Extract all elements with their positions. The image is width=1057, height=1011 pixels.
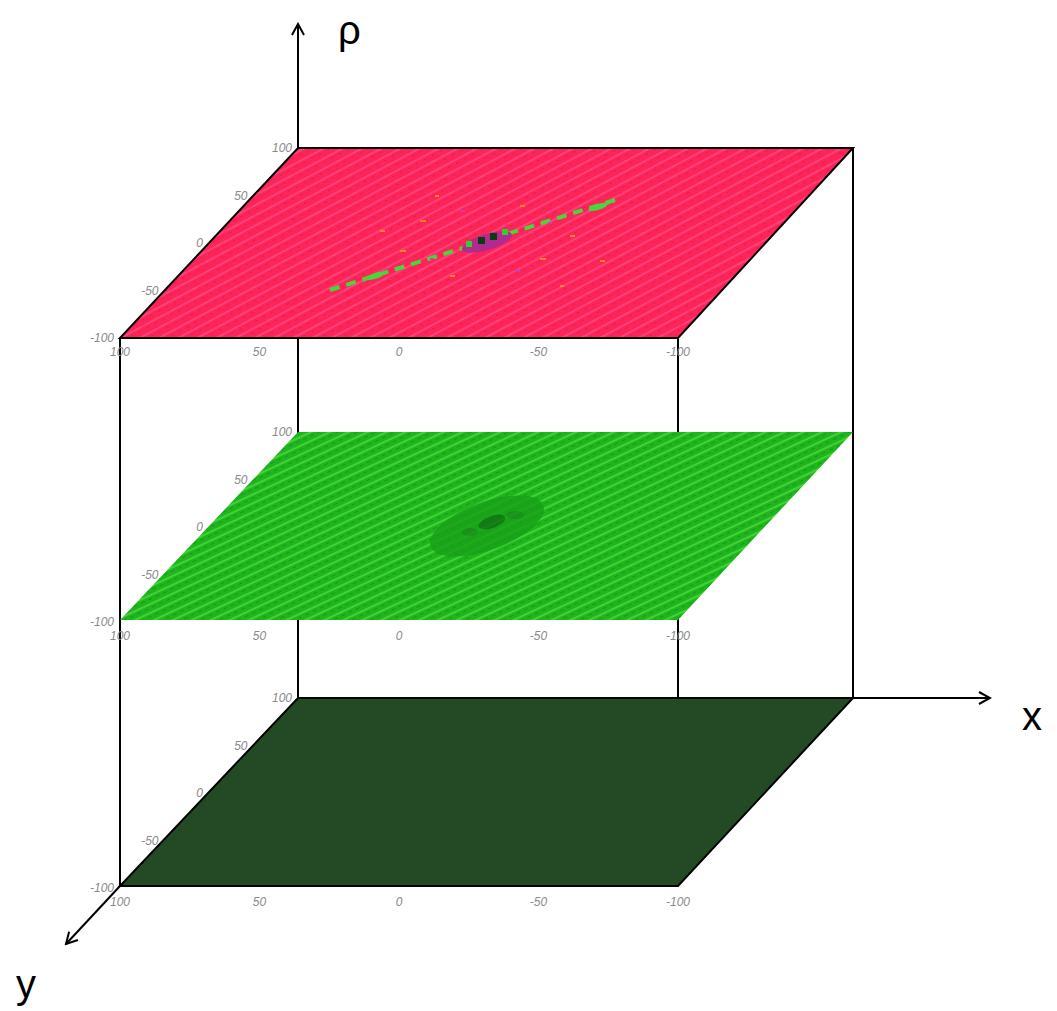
tick-label: 50 xyxy=(253,346,266,358)
x-axis xyxy=(853,697,990,699)
tick-label: -50 xyxy=(141,569,158,581)
tick-label: -100 xyxy=(90,616,114,628)
tick-label: -100 xyxy=(666,346,690,358)
tick-label: 50 xyxy=(253,896,266,908)
tick-label: -50 xyxy=(530,896,547,908)
tick-label: 50 xyxy=(234,740,247,752)
tick-label: 0 xyxy=(396,630,403,642)
box-frame xyxy=(120,148,853,886)
tick-label: 100 xyxy=(272,426,292,438)
bottom-plane xyxy=(120,698,853,886)
rho-axis xyxy=(297,24,299,148)
tick-label: 50 xyxy=(234,474,247,486)
top-plane-features xyxy=(330,195,615,290)
axis-label: ρ xyxy=(338,10,361,50)
tick-label: -50 xyxy=(141,285,158,297)
tick-label: -50 xyxy=(530,346,547,358)
tick-label: 100 xyxy=(272,142,292,154)
middle-plane-texture xyxy=(422,483,551,569)
tick-label: -100 xyxy=(90,882,114,894)
tick-label: -50 xyxy=(530,630,547,642)
tick-label: 50 xyxy=(253,630,266,642)
tick-label: -50 xyxy=(141,835,158,847)
tick-label: 0 xyxy=(396,896,403,908)
tick-label: 0 xyxy=(196,521,203,533)
y-axis xyxy=(66,886,120,944)
tick-label: 100 xyxy=(110,346,130,358)
tick-label: -100 xyxy=(666,630,690,642)
tick-label: -100 xyxy=(90,332,114,344)
axis-label: x xyxy=(1022,696,1042,736)
top-plane xyxy=(120,148,853,338)
tick-label: 100 xyxy=(110,896,130,908)
tick-label: -100 xyxy=(666,896,690,908)
tick-label: 50 xyxy=(234,190,247,202)
tick-label: 100 xyxy=(110,630,130,642)
middle-plane xyxy=(120,432,853,620)
tick-label: 100 xyxy=(272,692,292,704)
tick-label: 0 xyxy=(196,787,203,799)
tick-label: 0 xyxy=(396,346,403,358)
tick-label: 0 xyxy=(196,237,203,249)
axis-label: y xyxy=(16,964,36,1004)
